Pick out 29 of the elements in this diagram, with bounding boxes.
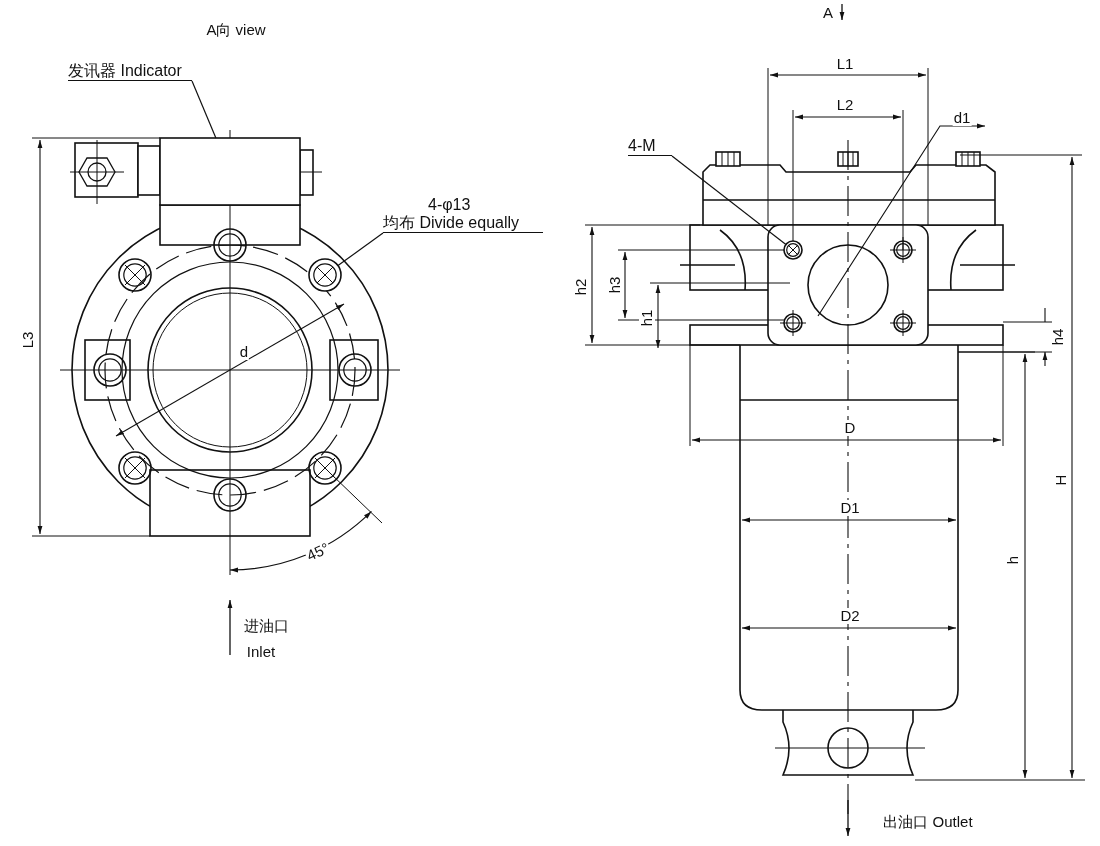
port-label: 进油口: [242, 618, 290, 634]
threaded-hole: [783, 240, 803, 260]
dimension-label: h1: [639, 308, 655, 328]
dimension-label: h4: [1050, 327, 1066, 347]
callout-text: 4-M: [628, 137, 672, 156]
leader-line: [191, 80, 217, 139]
dimension-label: h: [1005, 554, 1021, 566]
dimension-label: d1: [952, 110, 972, 126]
callout-text: 均布 Divide equally: [383, 214, 543, 233]
view-label: A: [822, 5, 834, 21]
dimension-label: d: [238, 344, 250, 360]
view-label: A向 view: [205, 22, 267, 38]
dimension-label: L2: [835, 97, 855, 113]
leader-line: [671, 155, 787, 246]
indicator-body: [159, 137, 301, 206]
port-label: 出油口 Outlet: [882, 814, 974, 830]
dimension-label: L3: [20, 330, 36, 350]
callout-text: 4-φ13: [427, 196, 472, 214]
dimension-label: D2: [839, 608, 861, 624]
dimension-label: D1: [839, 500, 861, 516]
dimension-label: h3: [607, 275, 623, 295]
dimension-label: H: [1053, 473, 1069, 487]
bolt-hole: [308, 258, 342, 292]
port-label: Inlet: [245, 644, 277, 660]
dimension-label: h2: [573, 277, 589, 297]
leader-line: [337, 232, 384, 267]
dimension-label: D: [843, 420, 857, 436]
callout-text: 发讯器 Indicator: [68, 62, 192, 81]
dimension-label: L1: [835, 56, 855, 72]
